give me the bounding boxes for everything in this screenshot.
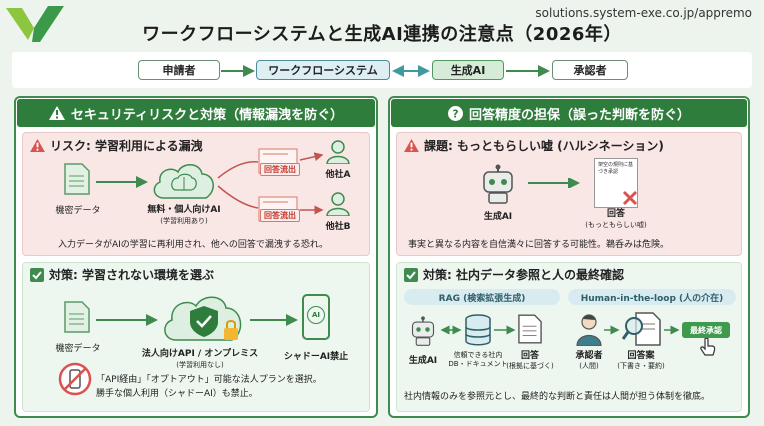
flow-step-applicant: 申請者 (138, 60, 220, 80)
svg-text:?: ? (452, 108, 458, 120)
question-icon: ? (447, 105, 463, 121)
accuracy-measure-note: 社内情報のみを参照元とし、最終的な判断と責任は人間が担う体制を徹底。 (404, 392, 711, 402)
rag-answer-label: 回答(根拠に基づく) (506, 351, 554, 370)
arrows-measure (96, 314, 298, 326)
risk-note: 入力データがAIの学習に再利用され、他への回答で漏洩する恐れ。 (58, 240, 328, 250)
measure-note-2: 勝手な個人利用（シャドーAI）も禁止。 (96, 389, 258, 399)
measure-data-label: 機密データ (55, 344, 101, 354)
draft-label: 回答案(下書き・要約) (617, 351, 665, 370)
warning-icon (404, 139, 419, 152)
free-ai-label: 無料・個人向けAI(学習利用あり) (147, 205, 221, 225)
shadow-ai-label: シャドーAI禁止 (283, 352, 349, 362)
robot-icon (411, 316, 435, 346)
cross-icon (622, 190, 638, 206)
magnifier-document-icon (622, 312, 661, 346)
flow-arrows (221, 65, 550, 77)
no-phone-icon (58, 362, 92, 396)
rag-ai-label: 生成AI (408, 356, 438, 366)
corporate-api-label: 法人向けAPI / オンプレミス(学習利用なし) (141, 349, 259, 369)
leak-tag-a: 回答流出 (260, 163, 300, 176)
flow-step-workflow-system: ワークフローシステム (256, 60, 390, 80)
accuracy-panel-title: 回答精度の担保（誤った判断を防ぐ） (468, 107, 690, 123)
database-icon (465, 314, 491, 346)
rag-pill: RAG (検索拡張生成) (404, 289, 560, 305)
risk-title: リスク: 学習利用による漏洩 (30, 137, 203, 154)
user-icon (326, 140, 350, 164)
leak-tag-b: 回答流出 (260, 209, 300, 222)
page-title: ワークフローシステムと生成AI連携の注意点（2026年） (142, 24, 622, 45)
site-url: solutions.system-exe.co.jp/appremo (535, 6, 752, 20)
check-icon (30, 267, 44, 282)
check-icon (404, 267, 418, 282)
person-icon (576, 314, 602, 346)
warning-icon (48, 106, 65, 120)
document-icon (64, 163, 90, 195)
flow-step-approver: 承認者 (552, 60, 628, 80)
secure-cloud-icon (164, 296, 242, 341)
smartphone-icon: AI (302, 294, 330, 340)
fake-answer-text: 架空の規則に基づき承認 (598, 162, 634, 175)
document-icon (518, 314, 542, 344)
hitl-pill: Human-in-the-loop (人の介在) (568, 289, 736, 305)
issue-ai-label: 生成AI (483, 212, 513, 222)
approver-label: 承認者(人間) (575, 351, 603, 370)
security-panel-header: セキュリティリスクと対策（情報漏洩を防ぐ） (17, 99, 375, 127)
accuracy-measure-title: 対策: 社内データ参照と人の最終確認 (404, 266, 624, 283)
issue-section (396, 132, 742, 256)
flow-step-generative-ai: 生成AI (432, 60, 504, 80)
security-panel-title: セキュリティリスクと対策（情報漏洩を防ぐ） (70, 107, 344, 123)
document-icon (64, 301, 90, 333)
pointer-hand-icon (700, 338, 716, 356)
final-approval-button[interactable]: 最終承認 (682, 322, 730, 338)
risk-data-label: 機密データ (55, 206, 101, 216)
issue-answer-label: 回答(もっともらしい嘘) (585, 209, 647, 229)
company-b-label: 他社B (325, 222, 351, 232)
measure-note-1: 「API経由」「オプトアウト」可能な法人プランを選択。 (96, 375, 322, 385)
accuracy-panel-header: ? 回答精度の担保（誤った判断を防ぐ） (391, 99, 747, 127)
arrows-risk (96, 152, 324, 215)
user-icon (326, 192, 350, 216)
issue-note: 事実と異なる内容を自信満々に回答する可能性。鵜呑みは危険。 (408, 240, 670, 250)
security-measure-title: 対策: 学習されない環境を選ぶ (30, 266, 214, 283)
warning-icon (30, 139, 45, 152)
arrow-issue (528, 178, 580, 188)
issue-title: 課題: もっともらしい嘘 (ハルシネーション) (404, 137, 664, 154)
company-a-label: 他社A (325, 170, 351, 180)
cloud-brain-icon (153, 164, 214, 199)
company-logo (6, 6, 64, 42)
phone-ai-badge: AI (307, 306, 325, 324)
robot-icon (483, 164, 513, 204)
